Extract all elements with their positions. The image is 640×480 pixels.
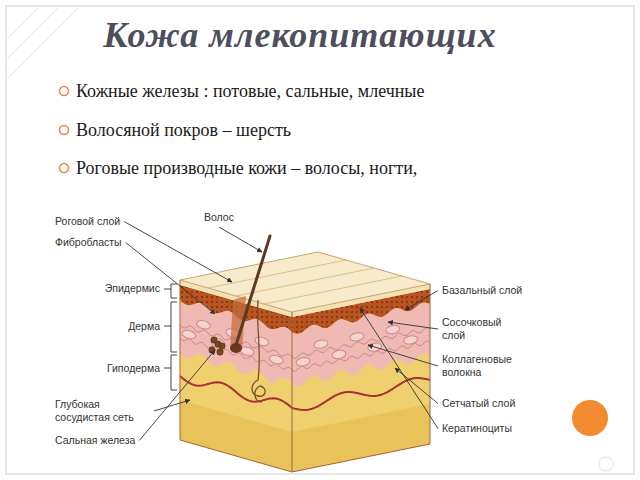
leader-line xyxy=(395,368,438,404)
part-label: Глубокая сосудистая сеть xyxy=(55,398,150,424)
leader-line xyxy=(405,291,438,311)
hypodermis-shade xyxy=(292,404,430,472)
bullet-text: Кожные железы : потовые, сальные, млечны… xyxy=(76,80,424,102)
part-label: Коллагеновые волокна xyxy=(442,353,524,379)
part-label: Роговой слой xyxy=(55,215,120,228)
collagen-bundle xyxy=(181,329,197,341)
decor-circle xyxy=(572,400,608,436)
skin-surface xyxy=(180,252,430,312)
blood-vessel xyxy=(292,378,430,410)
bullet-text: Волосяной покров – шерсть xyxy=(76,119,291,141)
leader-line xyxy=(360,308,438,429)
leader-line xyxy=(388,322,438,329)
leader-line xyxy=(124,222,232,283)
leader-line xyxy=(219,227,262,252)
collagen-bundle xyxy=(385,324,400,335)
block-outline xyxy=(180,280,430,472)
part-label: Базальный слой xyxy=(442,284,522,297)
collagen-bundle xyxy=(349,332,364,343)
sebaceous-gland xyxy=(219,343,225,349)
layer-label: Эпидермис xyxy=(105,282,160,295)
slide-frame xyxy=(6,6,634,474)
sebaceous-gland xyxy=(209,347,215,353)
hypodermis-layer xyxy=(180,280,292,472)
leader-line xyxy=(126,243,215,315)
blood-vessel xyxy=(180,376,292,408)
part-label: Фибробласты xyxy=(55,236,122,249)
collagen-bundle xyxy=(268,354,284,366)
collagen-fiber xyxy=(292,328,430,359)
part-label: Волос xyxy=(204,211,234,224)
part-label: Сальная железа xyxy=(55,434,135,447)
skin-block xyxy=(180,236,430,472)
slide-title: Кожа млекопитающих xyxy=(0,14,600,56)
part-label: Кератиноциты xyxy=(442,422,512,435)
collagen-bundle xyxy=(196,319,212,331)
block-edge xyxy=(292,312,293,472)
leader-line xyxy=(368,345,438,366)
sweat-gland xyxy=(252,300,265,402)
collagen-bundle xyxy=(403,335,418,346)
hypodermis-shade xyxy=(180,400,292,472)
collagen-fiber xyxy=(292,341,430,372)
layer-label: Дерма xyxy=(128,320,160,333)
decor-circle xyxy=(599,457,613,471)
bullet-marks xyxy=(60,87,69,173)
surface-ridge xyxy=(264,276,402,304)
part-label: Сетчатый слой xyxy=(442,397,515,410)
hypodermis-layer xyxy=(292,284,430,472)
collagen-bundle xyxy=(254,336,270,348)
leader-lines xyxy=(124,222,438,441)
collagen-bundle xyxy=(295,356,310,367)
part-label: Сосочковый слой xyxy=(442,316,512,342)
bullet-text: Роговые производные кожи – волосы, ногти… xyxy=(76,157,417,179)
collagen-bundle xyxy=(331,349,346,360)
collagen-bundle xyxy=(313,339,328,350)
hair xyxy=(236,236,270,345)
sebaceous-gland xyxy=(211,337,217,343)
frame-decoration xyxy=(6,6,80,80)
layer-label: Гиподерма xyxy=(107,362,160,375)
surface-ridge xyxy=(208,260,346,288)
sebaceous-gland xyxy=(217,349,223,355)
layer-brackets xyxy=(164,284,177,390)
